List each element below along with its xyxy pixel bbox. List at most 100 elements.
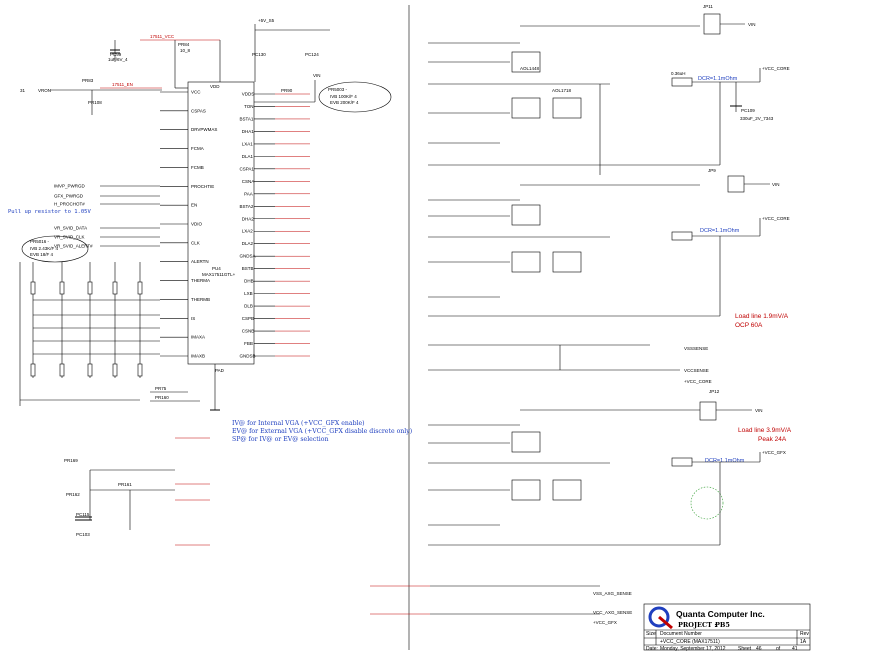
vron-pin: 31 xyxy=(20,88,26,93)
a1-vin-label: VIN xyxy=(748,22,756,27)
right-pin-name: PAA xyxy=(244,191,253,196)
left-pin-name: IMAXA xyxy=(191,335,205,340)
phase-a1: AOL1448 AOL1718 0.36uH DCR=1.1mOhm +VCC_… xyxy=(428,4,790,175)
is-callout-line1: PR5016 - xyxy=(30,239,50,244)
controller-left-pins: VCCCSPASDRVPWMASFCMAFCMBPROCHTIEENVDIOCL… xyxy=(160,90,217,359)
controller-right-pins: VDDSTONBSTA1DHA1LXA1DLA1CSPA1CSNAPAABSTA… xyxy=(240,92,310,359)
left-pin-name: VCC xyxy=(191,90,201,95)
b-ntc-highlight xyxy=(690,486,724,520)
b-dcr: DCR=1.1mOhm xyxy=(705,458,745,464)
b-vcc-gfx: +VCC_GFX xyxy=(762,450,786,455)
left-pin-name: CSPAS xyxy=(191,108,206,113)
ladder-resistor xyxy=(137,281,143,295)
controller-ref: PU4 xyxy=(212,266,221,271)
gfx-peak: Peak 24A xyxy=(758,436,787,443)
pr75-ref: PR75 xyxy=(155,386,167,391)
b-vin-label: VIN xyxy=(755,408,763,413)
ton-callout-line1: PR5003 - xyxy=(328,87,348,92)
left-pin-name: THERMB xyxy=(191,297,210,302)
v5-label: +5V_S5 xyxy=(258,18,275,23)
quanta-logo-tail xyxy=(658,615,673,630)
pr160-ref: PR160 xyxy=(155,395,169,400)
is-callout xyxy=(21,235,89,263)
core-sense: VSSSENSE VCCSENSE +VCC_CORE xyxy=(428,344,712,384)
controller-pad-label: PAD xyxy=(215,368,225,373)
core-ocp: OCP 60A xyxy=(735,322,763,329)
right-pin-name: BSTB xyxy=(242,266,254,271)
ladder-resistor-lower xyxy=(30,363,36,377)
a1-hs-label: AOL1448 xyxy=(520,66,540,71)
b-ls-fet2 xyxy=(552,479,582,501)
signal-label: VR_SVID_DATA xyxy=(54,226,87,231)
vron-label: VRON xyxy=(38,88,51,93)
a1-ls-fet2 xyxy=(552,97,582,119)
left-pin-name: CLK xyxy=(191,240,200,245)
a2-hs-fet xyxy=(511,204,541,226)
pullup-note: Pull up resistor to 1.05V xyxy=(8,209,91,215)
a1-cap-val: 330uF_2V_7343 xyxy=(740,116,774,121)
phase-a2: DCR=1.1mOhm +VCC_CORE JP9 VIN Load line … xyxy=(428,168,790,329)
a1-cap-ref: PC109 xyxy=(741,108,755,113)
pr162-ref: PR162 xyxy=(66,492,80,497)
date-value: Monday, September 17, 2012 xyxy=(660,646,726,652)
controller-ic xyxy=(187,81,255,365)
pr84-ref: PR84 xyxy=(178,42,190,47)
left-pin-name: EN xyxy=(191,203,197,208)
pc124-ref: PC124 xyxy=(305,52,319,57)
right-pin-name: TON xyxy=(244,104,253,109)
signal-label: H_PROCHOT# xyxy=(54,202,85,207)
resistor-ladder xyxy=(30,262,160,378)
gfx-sense: VSS_AXG_SENSE VCC_AXG_SENSE +VCC_GFX xyxy=(370,585,632,625)
right-pin-name: DHA2 xyxy=(242,216,255,221)
b-hs-fet xyxy=(511,431,541,453)
left-pin-name: ALERTN xyxy=(191,259,209,264)
right-pin-name: CSPA1 xyxy=(240,166,255,171)
right-pin-name: BSTA1 xyxy=(240,116,254,121)
right-pin-name: DLA1 xyxy=(242,154,254,159)
vcc-core-sense-label: +VCC_CORE xyxy=(684,379,712,384)
pr108-ref: PR108 xyxy=(88,100,102,105)
phase-b-gfx: DCR=1.1mOhm +VCC_GFX JP12 VIN Load line … xyxy=(428,389,792,546)
left-pin-name: IMAXB xyxy=(191,354,205,359)
right-pin-name: BSTA2 xyxy=(240,204,254,209)
a2-dcr: DCR=1.1mOhm xyxy=(700,228,740,234)
vccsense-label: VCCSENSE xyxy=(684,368,709,373)
gfx-load-line: Load line 3.9mV/A xyxy=(738,427,792,434)
right-pin-name: DHB xyxy=(244,279,254,284)
is-callout-line2: IVB 2.43K/F 4 xyxy=(30,246,59,251)
a1-vcc-core: +VCC_CORE xyxy=(762,66,790,71)
right-pin-name: CSNA xyxy=(242,179,255,184)
ladder-resistor xyxy=(87,281,93,295)
a1-hs-fet xyxy=(511,51,541,73)
signal-label: VR_SVID_ALERT# xyxy=(54,244,93,249)
right-pin-name: CSPB xyxy=(242,316,254,321)
a1-inductor-label: 0.36uH xyxy=(671,71,686,76)
a1-jumper xyxy=(703,13,721,35)
controller-vdd-label: VDD xyxy=(210,84,220,89)
pc-cap-ref: PC99 xyxy=(110,52,122,57)
a1-inductor xyxy=(671,77,693,87)
pr161-ref: PR161 xyxy=(118,482,132,487)
ton-callout-line3: EVB 200K/F 4 xyxy=(330,100,359,105)
right-pin-name: LXA2 xyxy=(242,229,254,234)
vsssense-label: VSSSENSE xyxy=(684,346,708,351)
b-ls-fet xyxy=(511,479,541,501)
b-jumper-label: JP12 xyxy=(709,389,720,394)
doc-label: Document Number xyxy=(660,631,702,637)
pc103-ref: PC103 xyxy=(76,532,90,537)
right-pin-name: VDDS xyxy=(242,92,255,97)
ladder-resistor xyxy=(112,281,118,295)
ladder-resistor xyxy=(30,281,36,295)
size-label: Size xyxy=(646,631,656,637)
of-label: of xyxy=(776,646,781,652)
note-iv: IV@ for Internal VGA (+VCC_GFX enable) xyxy=(232,420,365,427)
ton-callout xyxy=(318,81,392,113)
pc115-ref: PC115 xyxy=(76,512,90,517)
vin-label-top: VIN xyxy=(313,73,321,78)
total-value: 41 xyxy=(792,646,798,652)
a2-vcc-core: +VCC_CORE xyxy=(762,216,790,221)
controller-part: MAX17511GTL+ xyxy=(202,272,236,277)
a1-ls-label: AOL1718 xyxy=(552,88,572,93)
